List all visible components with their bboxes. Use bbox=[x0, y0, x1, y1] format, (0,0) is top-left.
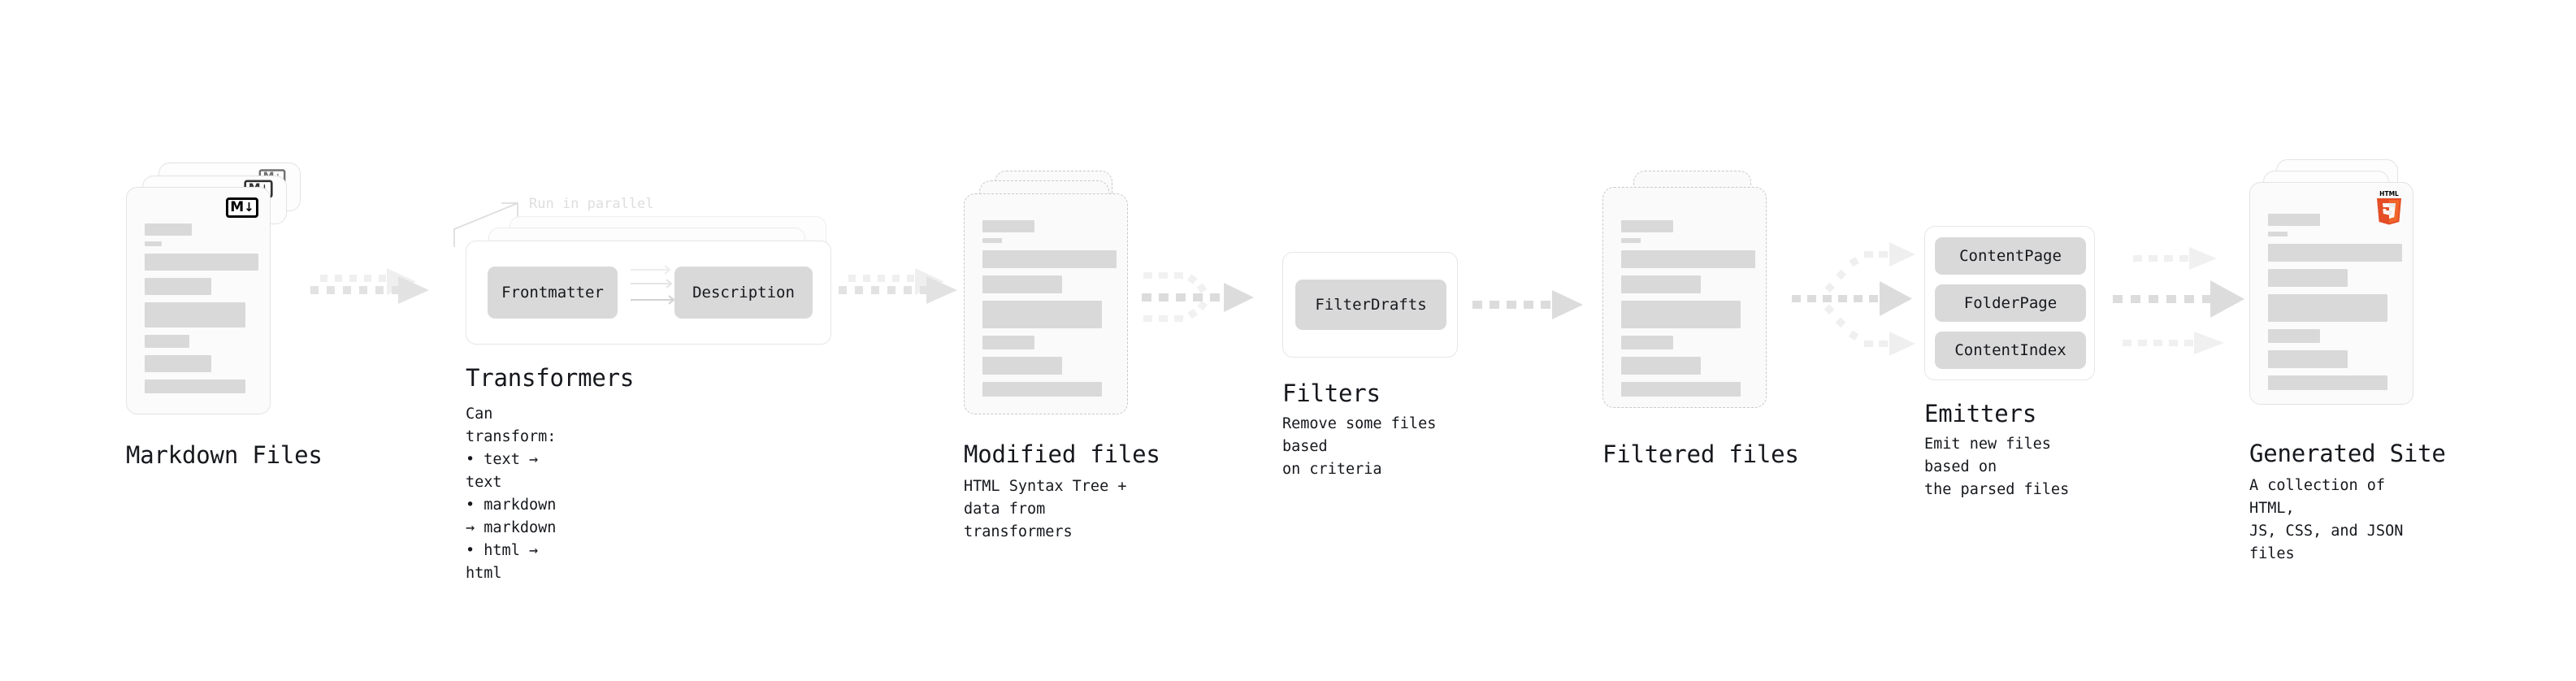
run-in-parallel-label: Run in parallel bbox=[529, 196, 654, 212]
content-line bbox=[982, 220, 1034, 232]
markdown-file-stack: M↓ M↓ M↓ bbox=[126, 163, 301, 414]
connector-modified-to-filters bbox=[1142, 272, 1254, 322]
content-line bbox=[145, 278, 211, 295]
transformer-node-frontmatter[interactable]: Frontmatter bbox=[488, 267, 618, 319]
content-line bbox=[982, 336, 1034, 349]
content-line bbox=[1621, 238, 1641, 243]
content-line bbox=[1621, 357, 1701, 375]
content-line bbox=[1621, 382, 1741, 397]
content-line bbox=[145, 241, 162, 246]
content-line bbox=[145, 302, 245, 327]
stage-title-generated-site: Generated Site bbox=[2249, 440, 2446, 467]
stage-subtitle-generated-site: A collection of HTML, JS, CSS, and JSON … bbox=[2249, 477, 2404, 562]
modified-file-front bbox=[964, 193, 1128, 414]
content-line bbox=[2268, 350, 2348, 368]
stage-title-transformers: Transformers bbox=[466, 364, 635, 392]
connector-emitters-to-site bbox=[2113, 247, 2244, 354]
content-line bbox=[2268, 294, 2387, 322]
connector-transformers-to-modified bbox=[839, 268, 957, 304]
stage-subtitle-modified-files: HTML Syntax Tree + data from transformer… bbox=[964, 478, 1127, 540]
site-content-lines bbox=[2268, 214, 2402, 397]
emitters-box: ContentPage FolderPage ContentIndex bbox=[1924, 226, 2095, 380]
content-line bbox=[145, 254, 258, 271]
transformer-box-front: Frontmatter Description bbox=[466, 241, 831, 345]
content-line bbox=[1621, 275, 1701, 293]
svg-text:HTML: HTML bbox=[2379, 190, 2399, 197]
content-line bbox=[2268, 329, 2320, 343]
markdown-content-lines bbox=[145, 223, 258, 401]
stage-title-filters: Filters bbox=[1282, 380, 1381, 407]
content-line bbox=[145, 335, 189, 348]
connector-filters-to-filtered bbox=[1472, 290, 1583, 319]
transformer-node-description[interactable]: Description bbox=[674, 267, 813, 319]
filtered-file-front bbox=[1602, 187, 1767, 408]
stage-subtitle-emitters: Emit new files based on the parsed files bbox=[1924, 436, 2070, 498]
filters-box: FilterDrafts bbox=[1282, 252, 1458, 358]
modified-file-stack bbox=[964, 171, 1138, 414]
stage-emitters: ContentPage FolderPage ContentIndex Emit… bbox=[1924, 226, 2095, 498]
content-line bbox=[145, 380, 245, 393]
stage-title-filtered-files: Filtered files bbox=[1602, 440, 1799, 468]
content-line bbox=[982, 250, 1117, 268]
emitter-node-folderpage[interactable]: FolderPage bbox=[1935, 284, 2086, 322]
connector-filtered-to-emitters bbox=[1792, 242, 1915, 356]
content-line bbox=[145, 355, 211, 372]
run-in-parallel-bracket bbox=[453, 202, 518, 247]
content-line bbox=[2268, 269, 2348, 287]
stage-title-emitters: Emitters bbox=[1924, 400, 2037, 427]
content-line bbox=[1621, 250, 1755, 268]
stage-modified-files: Modified files HTML Syntax Tree + data f… bbox=[964, 171, 1160, 540]
stage-title-modified-files: Modified files bbox=[964, 440, 1160, 468]
content-line bbox=[2268, 214, 2320, 226]
filtered-content-lines bbox=[1621, 220, 1755, 404]
content-line bbox=[2268, 232, 2288, 236]
stage-subtitle-filters: Remove some files based on criteria bbox=[1282, 415, 1437, 478]
emitter-node-contentindex[interactable]: ContentIndex bbox=[1935, 332, 2086, 369]
stage-title-markdown-files: Markdown Files bbox=[126, 441, 323, 469]
generated-site-stack: CSS HTML bbox=[2249, 159, 2436, 415]
content-line bbox=[982, 382, 1102, 397]
stage-subtitle-transformers: Can transform: • text → text • markdown … bbox=[466, 406, 557, 582]
transformer-inner-arrows bbox=[631, 265, 675, 305]
stage-markdown-files: M↓ M↓ M↓ Markdown Files bbox=[126, 163, 323, 469]
content-line bbox=[1621, 220, 1673, 232]
site-file-front: HTML bbox=[2249, 182, 2413, 405]
stage-filtered-files: Filtered files bbox=[1602, 171, 1799, 468]
emitter-node-contentpage[interactable]: ContentPage bbox=[1935, 237, 2086, 275]
content-line bbox=[982, 238, 1002, 243]
modified-content-lines bbox=[982, 220, 1117, 404]
content-line bbox=[982, 357, 1062, 375]
content-line bbox=[2268, 244, 2402, 262]
markdown-file-front: M↓ bbox=[126, 187, 271, 414]
stage-generated-site: CSS HTML bbox=[2249, 159, 2446, 562]
filtered-file-stack bbox=[1602, 171, 1777, 414]
content-line bbox=[2268, 375, 2387, 390]
markdown-badge: M↓ bbox=[226, 197, 258, 218]
content-line bbox=[982, 275, 1062, 293]
stage-filters: FilterDrafts Filters Remove some files b… bbox=[1282, 252, 1458, 478]
html5-badge: HTML bbox=[2377, 190, 2401, 225]
connector-md-to-transformers bbox=[310, 268, 429, 304]
content-line bbox=[145, 223, 192, 236]
filter-node-filterdrafts[interactable]: FilterDrafts bbox=[1295, 280, 1446, 330]
content-line bbox=[1621, 336, 1673, 349]
content-line bbox=[1621, 301, 1741, 328]
content-line bbox=[982, 301, 1102, 328]
